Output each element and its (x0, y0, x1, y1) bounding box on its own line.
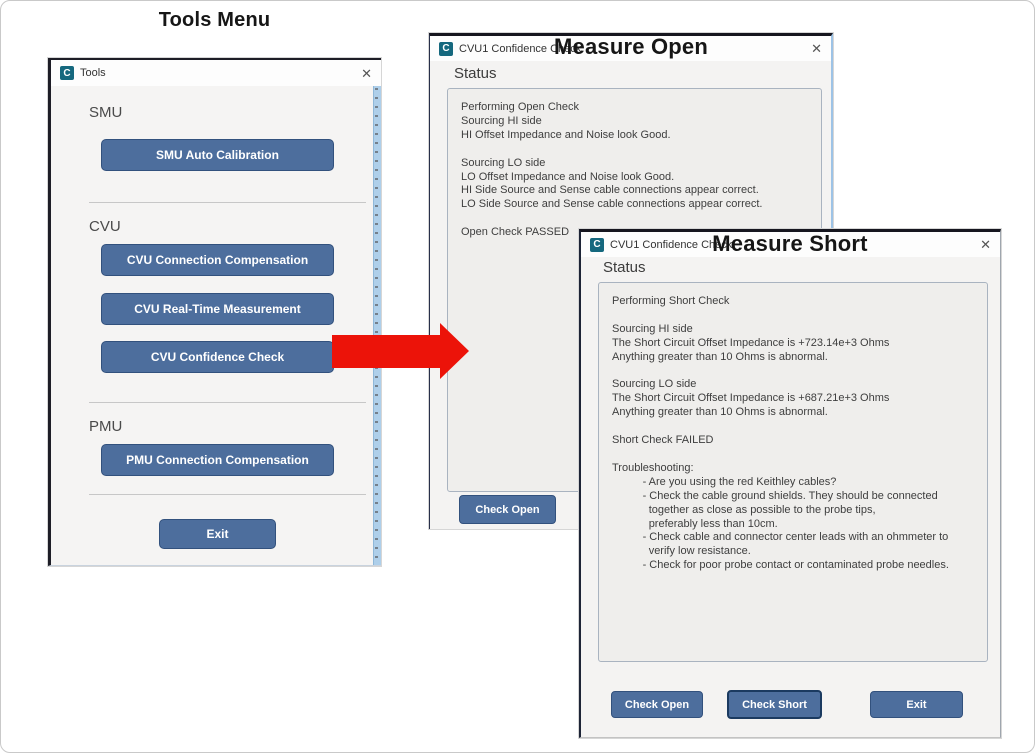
cvu-real-time-measurement-button[interactable]: CVU Real-Time Measurement (101, 293, 334, 325)
divider (89, 402, 366, 403)
status-group-label: Status (450, 65, 501, 82)
measure-open-titlebar: C CVU1 Confidence Check ✕ (430, 36, 831, 61)
cvu-connection-compensation-button[interactable]: CVU Connection Compensation (101, 244, 334, 276)
clarius-app-icon: C (439, 41, 453, 56)
measure-open-window-title: CVU1 Confidence Check (459, 42, 582, 55)
pmu-connection-compensation-button[interactable]: PMU Connection Compensation (101, 444, 334, 476)
exit-button[interactable]: Exit (159, 519, 276, 549)
red-arrow-body (332, 335, 440, 368)
measure-short-window: C CVU1 Confidence Check ✕ Status Perform… (579, 229, 1001, 738)
section-header-pmu: PMU (89, 418, 123, 435)
tools-window: C Tools ✕ SMU SMU Auto Calibration CVU C… (48, 58, 381, 566)
status-group-box: Performing Short Check Sourcing HI side … (598, 282, 988, 662)
scrollbar-strip[interactable] (373, 86, 381, 565)
exit-button[interactable]: Exit (870, 691, 963, 718)
measure-short-window-title: CVU1 Confidence Check (610, 238, 733, 251)
divider (89, 494, 366, 495)
measure-open-annotation: Measure Open (553, 34, 708, 59)
section-header-smu: SMU (89, 104, 123, 121)
tools-menu-annotation: Tools Menu (158, 9, 271, 31)
short-check-status-text: Performing Short Check Sourcing HI side … (612, 295, 949, 572)
measure-short-titlebar: C CVU1 Confidence Check ✕ (581, 232, 1000, 257)
check-open-button[interactable]: Check Open (611, 691, 703, 718)
cvu-confidence-check-button[interactable]: CVU Confidence Check (101, 341, 334, 373)
check-short-button[interactable]: Check Short (727, 690, 822, 719)
close-icon[interactable]: ✕ (980, 237, 991, 252)
close-icon[interactable]: ✕ (811, 41, 822, 56)
divider (89, 202, 366, 203)
section-header-cvu: CVU (89, 218, 121, 235)
tools-titlebar: C Tools ✕ (51, 60, 381, 86)
tools-window-title: Tools (80, 67, 106, 79)
red-arrow (332, 323, 469, 380)
clarius-app-icon: C (590, 237, 604, 252)
close-icon[interactable]: ✕ (361, 65, 372, 81)
red-arrow-head (440, 323, 469, 379)
clarius-app-icon: C (60, 66, 74, 80)
smu-auto-calibration-button[interactable]: SMU Auto Calibration (101, 139, 334, 171)
open-check-status-text: Performing Open Check Sourcing HI side H… (461, 101, 763, 239)
check-open-button[interactable]: Check Open (459, 495, 556, 524)
measure-short-annotation: Measure Short (712, 231, 868, 256)
status-group-label: Status (599, 259, 650, 276)
